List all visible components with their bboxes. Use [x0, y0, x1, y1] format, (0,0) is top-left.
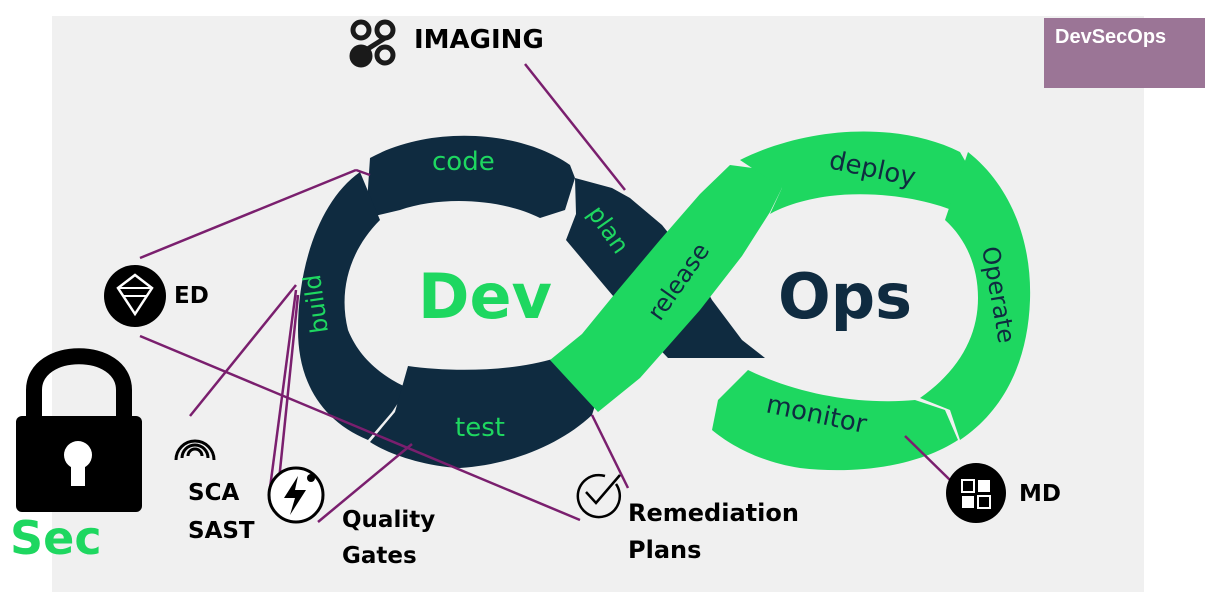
bolt-icon [267, 466, 325, 524]
md-label: MD [1019, 481, 1061, 507]
sec-label: Sec [10, 511, 102, 565]
dev-title: Dev [418, 260, 552, 333]
label-code: code [432, 147, 495, 177]
connector-ed-code-b [355, 168, 371, 177]
segment-test [370, 358, 598, 468]
segment-operate [920, 152, 1031, 440]
sast-label: SAST [188, 518, 255, 544]
devsecops-badge: DevSecOps [1044, 18, 1205, 88]
connector-ed-code-a [139, 168, 357, 260]
sca-label: SCA [188, 480, 240, 506]
quality-gates-label-line2: Gates [342, 543, 417, 569]
remediation-plans-label-line1: Remediation [628, 499, 799, 527]
segment-monitor [712, 370, 958, 471]
connector-sca-build [189, 284, 297, 417]
label-test: test [455, 413, 505, 443]
padlock-icon [16, 348, 142, 512]
ed-label: ED [174, 283, 209, 309]
segment-release [550, 165, 782, 412]
segment-code [366, 135, 575, 218]
badge-text: DevSecOps [1055, 26, 1167, 48]
connector-md-monitor [904, 435, 951, 481]
diamond-logo-icon [104, 265, 166, 327]
ops-title: Ops [778, 260, 912, 333]
connector-quality-test [317, 443, 413, 523]
segment-build [298, 172, 408, 440]
connector-remediation-release [590, 414, 630, 489]
remediation-plans-label-line2: Plans [628, 536, 702, 564]
nodes-icon [349, 19, 396, 68]
connector-lines [139, 63, 951, 523]
sca-ring-icon [174, 439, 216, 461]
grid-logo-icon [946, 463, 1006, 523]
imaging-label: IMAGING [414, 25, 544, 55]
connector-ed-remediation [139, 334, 581, 522]
check-icon [576, 473, 622, 519]
quality-gates-label-line1: Quality [342, 507, 436, 533]
connector-quality-build [276, 294, 300, 491]
connector-imaging-plan [524, 63, 626, 191]
segment-deploy [740, 131, 975, 220]
connector-sast-build [268, 289, 298, 489]
